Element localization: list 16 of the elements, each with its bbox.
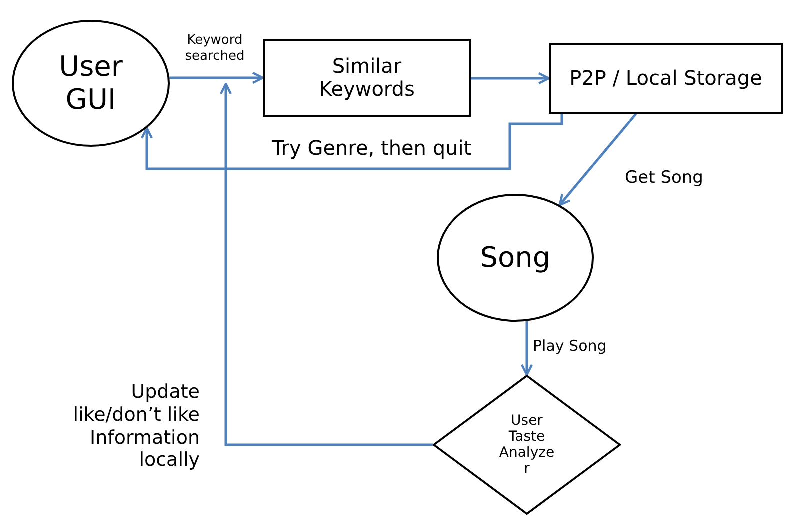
node-label: Similar Keywords (318, 55, 416, 101)
decision-diamond (433, 375, 621, 515)
arrow (170, 72, 264, 84)
edge-label: Get Song (625, 168, 704, 188)
node-label: User Taste Analyzer (498, 412, 556, 478)
node-label: User GUI (58, 51, 124, 116)
process-box (549, 43, 783, 114)
edge-label: Play Song (533, 337, 607, 355)
process-box (263, 39, 471, 117)
arrow (520, 321, 534, 376)
arrow (220, 82, 433, 446)
node-label: P2P / Local Storage (570, 67, 762, 90)
arrow (140, 114, 564, 170)
node-label: Song (480, 242, 551, 274)
arrow (558, 113, 638, 206)
arrow (471, 72, 550, 85)
